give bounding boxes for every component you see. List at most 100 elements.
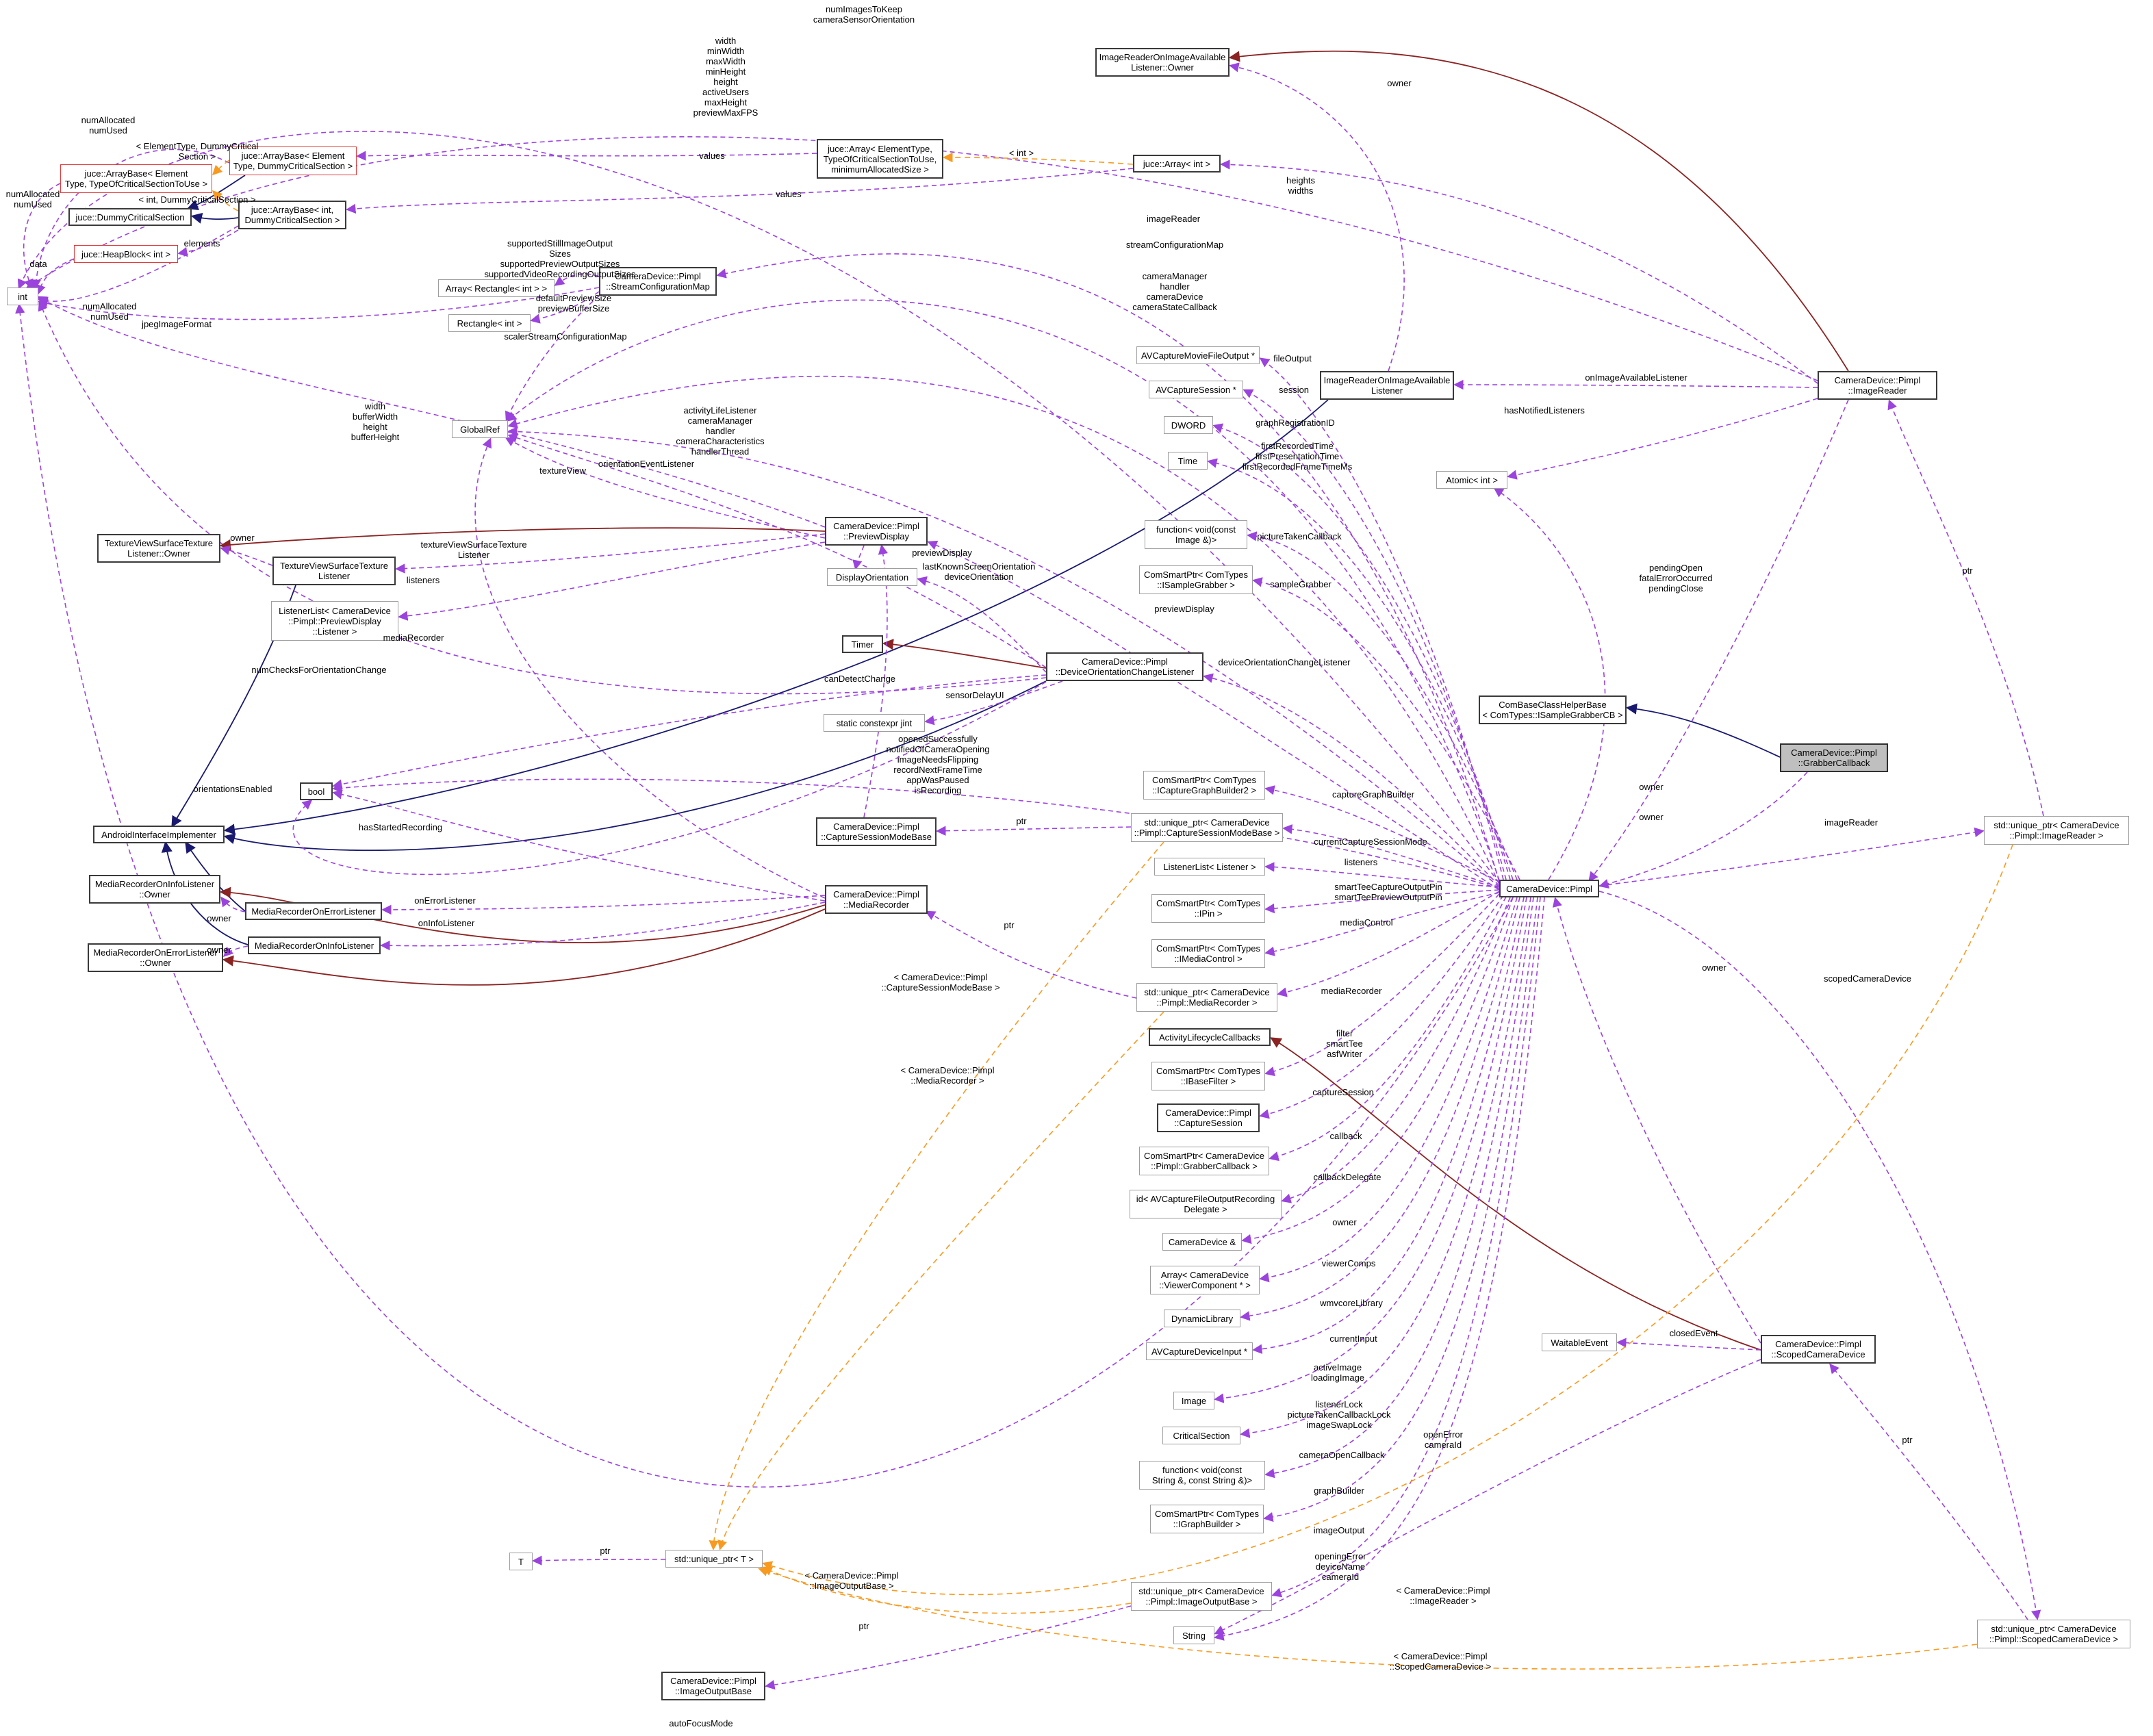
edge-label-line: mediaRecorder	[1321, 986, 1382, 996]
node-displayorientation[interactable]: DisplayOrientation	[827, 568, 917, 586]
node-pimpl-imageoutputbase[interactable]: CameraDevice::Pimpl::ImageOutputBase	[661, 1672, 765, 1700]
node-cameradevice-ref[interactable]: CameraDevice &	[1162, 1233, 1242, 1251]
node-dynamiclibrary[interactable]: DynamicLibrary	[1164, 1310, 1240, 1327]
node-combaseclasshelperbase[interactable]: ComBaseClassHelperBase< ComTypes::ISampl…	[1479, 695, 1627, 724]
node-comsmartptr-icapturegraphbuilder2[interactable]: ComSmartPtr< ComTypes::ICaptureGraphBuil…	[1143, 771, 1265, 800]
node-unique-ptr-scopedcameradevice[interactable]: std::unique_ptr< CameraDevice::Pimpl::Sc…	[1977, 1620, 2130, 1648]
edge-navy-40	[161, 841, 249, 945]
edge-label: captureSession	[1312, 1087, 1374, 1097]
node-unique-ptr-capturesessionmodebase[interactable]: std::unique_ptr< CameraDevice::Pimpl::Ca…	[1131, 813, 1283, 842]
node-avcapturemoviefileoutput[interactable]: AVCaptureMovieFileOutput *	[1136, 346, 1260, 364]
edge-label-line: sensorDelayUI	[945, 690, 1004, 700]
node-string[interactable]: String	[1173, 1626, 1214, 1644]
edge-label-line: activeImage	[1313, 1362, 1362, 1373]
node-criticalsection[interactable]: CriticalSection	[1162, 1427, 1240, 1444]
edge-label: ptr	[1902, 1435, 1912, 1445]
node-static-constexpr-jint[interactable]: static constexpr jint	[824, 714, 925, 732]
node-time[interactable]: Time	[1168, 452, 1208, 470]
node-label-line: ::PreviewDisplay	[843, 531, 910, 541]
node-pimpl-capturesession[interactable]: CameraDevice::Pimpl::CaptureSession	[1157, 1103, 1260, 1132]
edge-purple-83	[1212, 423, 1511, 880]
edge-purple-35	[1493, 487, 1606, 880]
node-unique-ptr-imageoutputbase[interactable]: std::unique_ptr< CameraDevice::Pimpl::Im…	[1131, 1582, 1272, 1611]
node-atomic-int[interactable]: Atomic< int >	[1436, 471, 1507, 489]
edge-label: ptr	[1962, 565, 1972, 576]
node-juce-heapblock-int[interactable]: juce::HeapBlock< int >	[74, 245, 178, 263]
node-int[interactable]: int	[7, 288, 38, 305]
node-array-viewercomponent[interactable]: Array< CameraDevice::ViewerComponent * >	[1150, 1266, 1260, 1294]
node-label-line: ::Pimpl::MediaRecorder >	[1156, 997, 1258, 1008]
edge-purple-76	[1240, 897, 1531, 1438]
node-globalref[interactable]: GlobalRef	[452, 420, 508, 438]
node-comsmartptr-isamplegrabber[interactable]: ComSmartPtr< ComTypes::ISampleGrabber >	[1139, 565, 1253, 594]
node-dword[interactable]: DWORD	[1164, 416, 1213, 434]
node-timer[interactable]: Timer	[842, 635, 883, 653]
edge-label-line: owner	[207, 913, 231, 923]
node-array-rectangle-int[interactable]: Array< Rectangle< int > >	[438, 279, 555, 297]
node-mediarecorderoninfolistener-owner[interactable]: MediaRecorderOnInfoListener::Owner	[89, 875, 220, 904]
node-bool[interactable]: bool	[300, 782, 333, 800]
node-comsmartptr-imediacontrol[interactable]: ComSmartPtr< ComTypes::IMediaControl >	[1151, 939, 1265, 968]
edge-label: onErrorListener	[414, 895, 476, 906]
node-comsmartptr-ibasefilter[interactable]: ComSmartPtr< ComTypes::IBaseFilter >	[1151, 1062, 1265, 1090]
node-activitylifecyclecallbacks[interactable]: ActivityLifecycleCallbacks	[1149, 1028, 1271, 1046]
node-listenerlist-listener[interactable]: ListenerList< Listener >	[1154, 858, 1265, 876]
node-unique-ptr-mediarecorder[interactable]: std::unique_ptr< CameraDevice::Pimpl::Me…	[1136, 983, 1277, 1012]
node-juce-arraybase-int-dummycriticalsection[interactable]: juce::ArrayBase< int,DummyCriticalSectio…	[238, 201, 346, 229]
node-label-line: CameraDevice::Pimpl	[833, 821, 919, 832]
node-streamconfigurationmap[interactable]: CameraDevice::Pimpl::StreamConfiguration…	[599, 267, 717, 296]
node-rectangle-int[interactable]: Rectangle< int >	[448, 314, 531, 332]
node-juce-array-int[interactable]: juce::Array< int >	[1133, 155, 1221, 173]
node-t[interactable]: T	[509, 1553, 533, 1570]
node-cameradevice-pimpl[interactable]: CameraDevice::Pimpl	[1499, 880, 1599, 897]
node-label-line: ComSmartPtr< ComTypes	[1156, 1066, 1261, 1076]
node-pimpl-imagereader[interactable]: CameraDevice::Pimpl::ImageReader	[1818, 371, 1937, 400]
node-pimpl-capturesessionmodebase[interactable]: CameraDevice::Pimpl::CaptureSessionModeB…	[816, 817, 937, 846]
edge-label-line: cameraId	[1424, 1440, 1462, 1450]
node-juce-array-elementtype[interactable]: juce::Array< ElementType,TypeOfCriticalS…	[817, 139, 943, 179]
edge-purple-89	[1552, 897, 1761, 1344]
node-pimpl-deviceorientationchangelistener[interactable]: CameraDevice::Pimpl::DeviceOrientationCh…	[1046, 652, 1203, 681]
node-waitableevent[interactable]: WaitableEvent	[1542, 1333, 1617, 1351]
node-comsmartptr-igraphbuilder[interactable]: ComSmartPtr< ComTypes::IGraphBuilder >	[1150, 1505, 1264, 1533]
edge-label-line: previewDisplay	[1154, 604, 1214, 614]
node-pimpl-grabbercallback[interactable]: CameraDevice::Pimpl::GrabberCallback	[1780, 743, 1888, 772]
node-mediarecorderoninfolistener[interactable]: MediaRecorderOnInfoListener	[248, 936, 381, 954]
node-unique-ptr-t[interactable]: std::unique_ptr< T >	[665, 1550, 763, 1568]
node-comsmartptr-grabbercallback[interactable]: ComSmartPtr< CameraDevice::Pimpl::Grabbe…	[1139, 1147, 1269, 1175]
edge-orange-95	[709, 841, 1164, 1550]
node-label-line: CameraDevice::Pimpl	[1775, 1339, 1861, 1349]
edge-label-line: ptr	[1902, 1435, 1913, 1445]
node-pimpl-mediarecorder[interactable]: CameraDevice::Pimpl::MediaRecorder	[825, 885, 928, 914]
edge-purple-91	[1214, 1359, 1761, 1635]
edge-purple-75	[1214, 897, 1527, 1403]
node-mediarecorderonerrorlistener-owner[interactable]: MediaRecorderOnErrorListener::Owner	[88, 943, 223, 972]
node-comsmartptr-ipin[interactable]: ComSmartPtr< ComTypes::IPin >	[1151, 894, 1265, 923]
node-mediarecorderonerrorlistener[interactable]: MediaRecorderOnErrorListener	[245, 902, 382, 920]
node-label-line: juce::Array< int >	[1143, 158, 1211, 169]
node-listenerlist-previewdisplay-listener[interactable]: ListenerList< CameraDevice::Pimpl::Previ…	[271, 601, 398, 641]
edge-label-line: owner	[207, 945, 231, 955]
node-pimpl-previewdisplay[interactable]: CameraDevice::Pimpl::PreviewDisplay	[825, 517, 928, 546]
node-avcapturedeviceinput[interactable]: AVCaptureDeviceInput *	[1146, 1342, 1253, 1360]
node-androidinterfaceimplementer[interactable]: AndroidInterfaceImplementer	[93, 826, 225, 843]
node-avcapturesession[interactable]: AVCaptureSession *	[1149, 381, 1243, 398]
node-label-line: ::ImageReader	[1848, 385, 1907, 396]
node-pimpl-scopedcameradevice[interactable]: CameraDevice::Pimpl::ScopedCameraDevice	[1761, 1335, 1876, 1364]
node-juce-dummycriticalsection[interactable]: juce::DummyCriticalSection	[68, 208, 192, 226]
node-unique-ptr-imagereader[interactable]: std::unique_ptr< CameraDevice::Pimpl::Im…	[1984, 816, 2129, 845]
edge-navy-38	[223, 680, 1047, 852]
edge-label: mediaRecorder	[383, 633, 444, 643]
node-image[interactable]: Image	[1173, 1392, 1214, 1409]
node-label-line: AndroidInterfaceImplementer	[101, 829, 216, 840]
